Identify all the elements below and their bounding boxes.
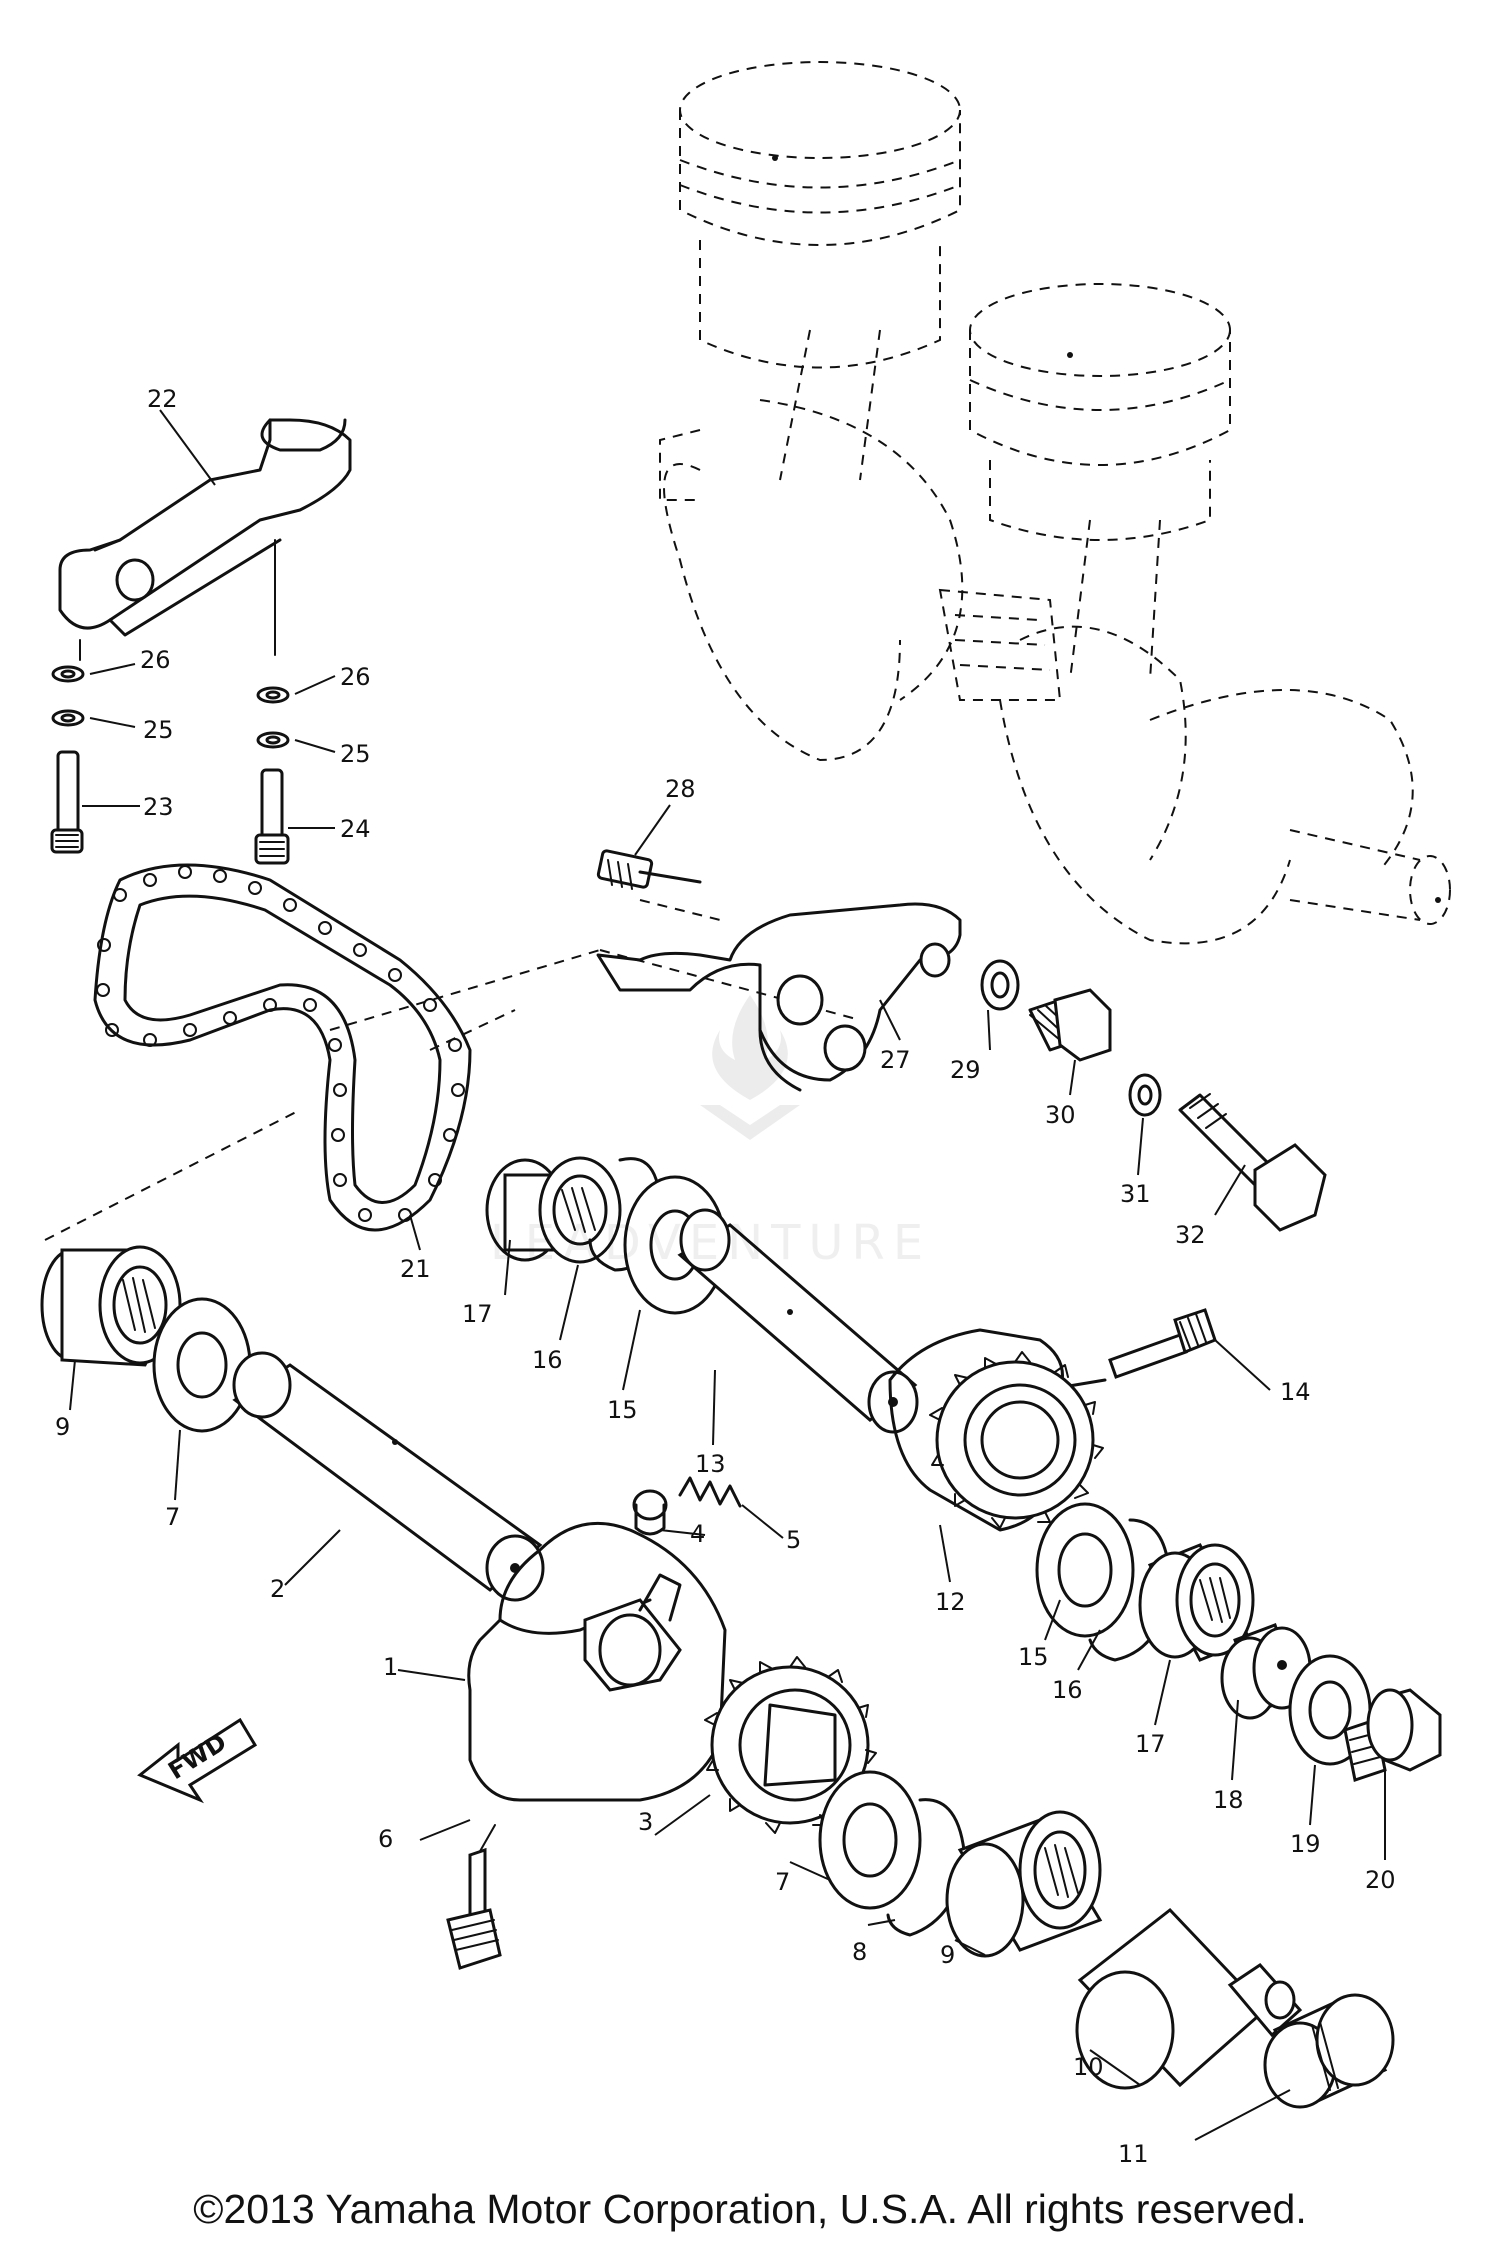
callout-9-left: 9 xyxy=(55,1413,70,1441)
callout-4: 4 xyxy=(690,1520,705,1548)
callout-22: 22 xyxy=(147,385,178,413)
callout-14: 14 xyxy=(1280,1378,1311,1406)
callout-27: 27 xyxy=(880,1046,911,1074)
cam-chain-21 xyxy=(93,863,472,1232)
callout-26-right: 26 xyxy=(340,663,371,691)
callout-26-left: 26 xyxy=(140,646,171,674)
callout-17-upper: 17 xyxy=(462,1300,493,1328)
callout-18: 18 xyxy=(1213,1786,1244,1814)
tensioner-fasteners xyxy=(980,959,1327,1232)
callout-32: 32 xyxy=(1175,1221,1206,1249)
upper-shaft-group xyxy=(485,1156,919,1434)
lower-left-group xyxy=(40,1245,545,1602)
callout-30: 30 xyxy=(1045,1101,1076,1129)
fwd-arrow: FWD xyxy=(137,1717,258,1804)
chain-guide-22 xyxy=(58,418,352,661)
callout-17-lower: 17 xyxy=(1135,1730,1166,1758)
callout-28: 28 xyxy=(665,775,696,803)
callout-8: 8 xyxy=(852,1938,867,1966)
leader-lines xyxy=(69,409,1386,2141)
callout-10: 10 xyxy=(1073,2053,1104,2081)
chain-links xyxy=(96,865,465,1222)
callout-19: 19 xyxy=(1290,1830,1321,1858)
callout-16-upper: 16 xyxy=(532,1346,563,1374)
callout-20: 20 xyxy=(1365,1866,1396,1894)
callout-3: 3 xyxy=(638,1808,653,1836)
lower-sprocket-3 xyxy=(704,1656,877,1834)
right-stack xyxy=(1035,1502,1442,1782)
callout-25-left: 25 xyxy=(143,716,174,744)
callout-2: 2 xyxy=(270,1575,285,1603)
callout-16-lower: 16 xyxy=(1052,1676,1083,1704)
callout-11: 11 xyxy=(1118,2140,1149,2168)
tensioner-arm-27 xyxy=(596,849,962,1092)
upper-sprocket-12 xyxy=(888,1308,1217,1532)
callout-15-upper: 15 xyxy=(607,1396,638,1424)
callout-6: 6 xyxy=(378,1825,393,1853)
callout-29: 29 xyxy=(950,1056,981,1084)
crankshaft-assembly xyxy=(659,61,1451,945)
leadventure-logo-watermark xyxy=(700,995,800,1140)
callout-24: 24 xyxy=(340,815,371,843)
callout-15-lower: 15 xyxy=(1018,1643,1049,1671)
callout-31: 31 xyxy=(1120,1180,1151,1208)
callout-7-lower: 7 xyxy=(775,1868,790,1896)
callouts: 1 2 3 4 5 6 7 7 8 9 9 10 11 12 13 14 15 … xyxy=(55,385,1396,2168)
bolts-washers-left xyxy=(50,665,290,865)
copyright-notice: ©2013 Yamaha Motor Corporation, U.S.A. A… xyxy=(193,2186,1307,2232)
tensioner-housing-1 xyxy=(446,1476,742,1970)
callout-1: 1 xyxy=(383,1653,398,1681)
callout-23: 23 xyxy=(143,793,174,821)
sprocket-teeth-12 xyxy=(929,1351,1104,1529)
callout-13: 13 xyxy=(695,1450,726,1478)
callout-7-left: 7 xyxy=(165,1503,180,1531)
callout-25-right: 25 xyxy=(340,740,371,768)
callout-5: 5 xyxy=(786,1526,801,1554)
lower-stack xyxy=(818,1770,1395,2109)
callout-21: 21 xyxy=(400,1255,431,1283)
watermark-text: LEADVENTURE xyxy=(490,1215,932,1271)
callout-9-lower: 9 xyxy=(940,1941,955,1969)
callout-12: 12 xyxy=(935,1588,966,1616)
